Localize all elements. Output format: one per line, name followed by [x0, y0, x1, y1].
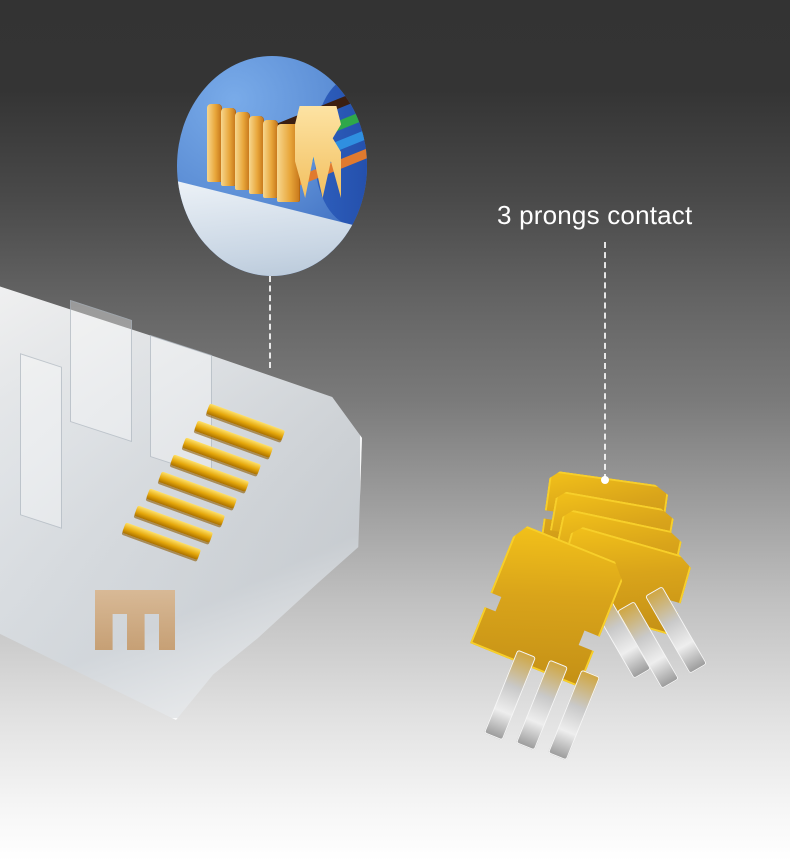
- contact-blade: [221, 108, 235, 186]
- callout-connector-right: [604, 242, 606, 480]
- callout-label: 3 prongs contact: [497, 200, 693, 230]
- connector-rib: [150, 334, 212, 478]
- contact-blade: [207, 104, 221, 182]
- callout-connector-left: [269, 276, 271, 368]
- contact-blade: [249, 116, 263, 194]
- contact-blade: [277, 124, 299, 202]
- callout-anchor-dot: [601, 476, 609, 484]
- connector-rib: [70, 299, 132, 443]
- contact-blade: [263, 120, 277, 198]
- connector-rib: [20, 353, 62, 529]
- contact-prong-visible-inside: [95, 590, 175, 650]
- detail-magnifier-circle: [177, 56, 367, 276]
- contact-blade: [235, 112, 249, 190]
